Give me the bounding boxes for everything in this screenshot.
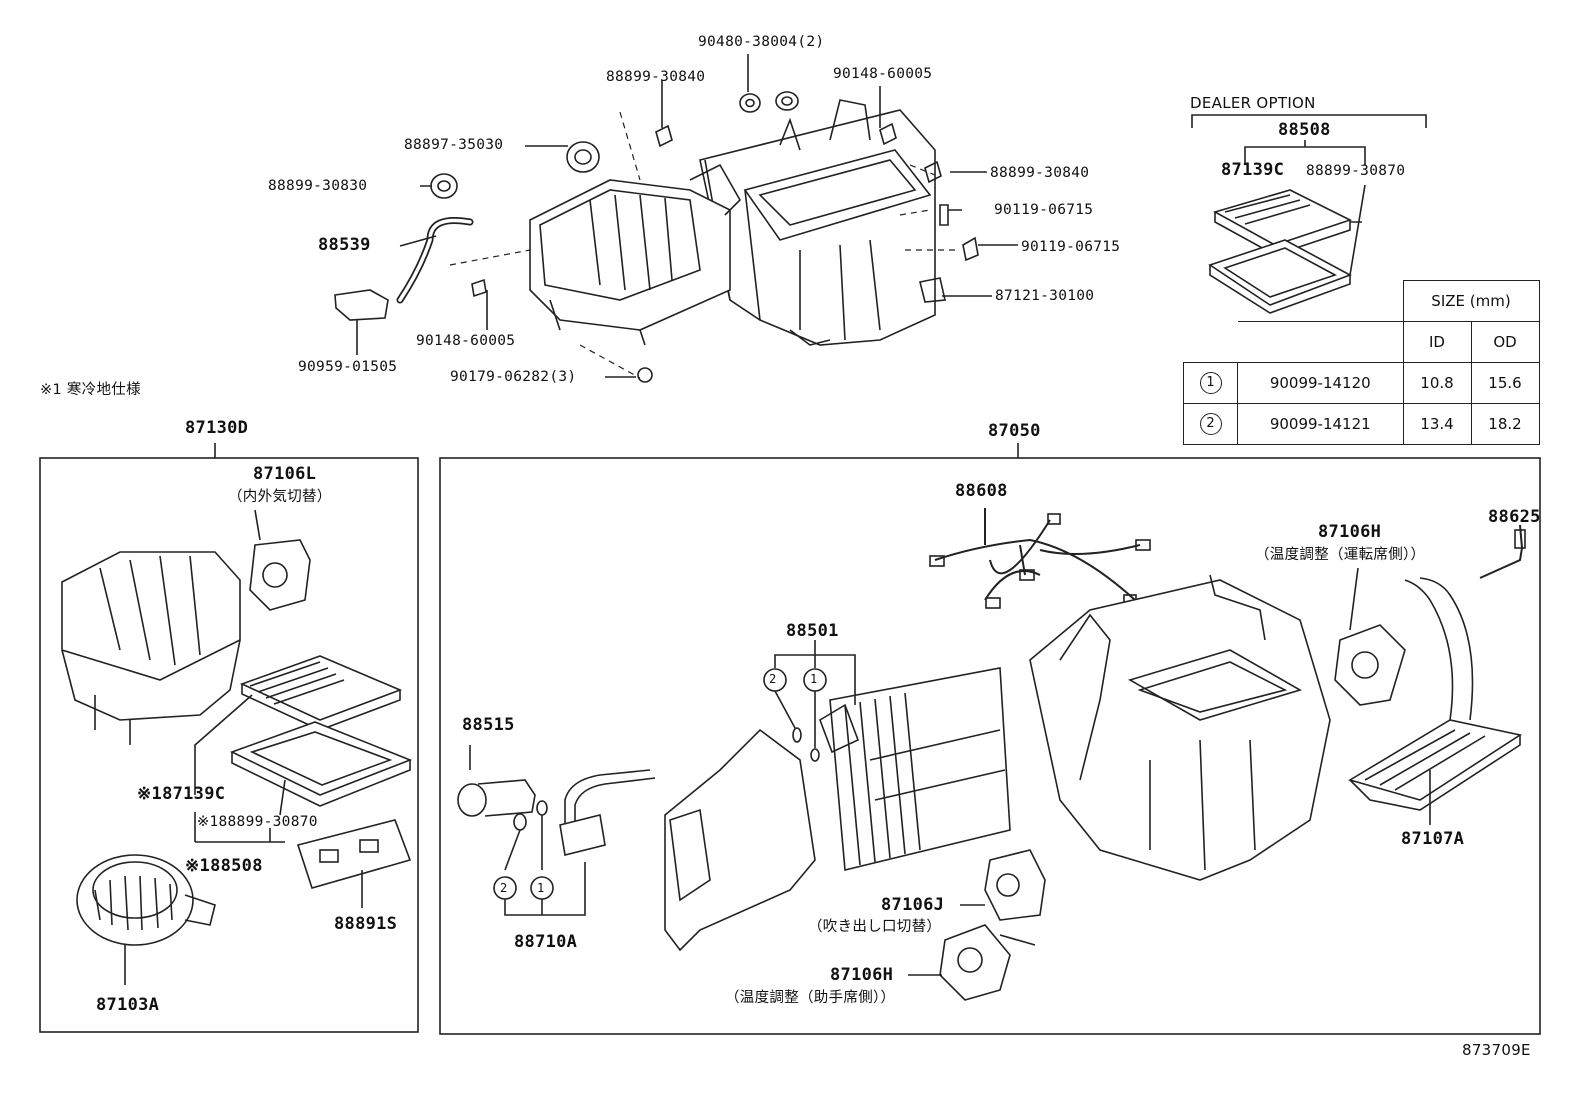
o-ring-size-table: SIZE (mm) ID OD 1 90099-14120 10.8 15.6 … — [1183, 280, 1540, 445]
row-part: 90099-14120 — [1237, 362, 1404, 404]
callout-88897-35030: 88897-35030 — [404, 137, 504, 153]
size-header: SIZE (mm) — [1402, 280, 1540, 322]
right-box-frame — [439, 457, 1541, 1035]
callout-88899-30870: ※188899-30870 — [197, 814, 318, 830]
figure-code: 873709E — [1462, 1041, 1531, 1059]
size-id-header: ID — [1402, 321, 1472, 363]
callout-90119-06715-b: 90119-06715 — [1021, 239, 1121, 255]
left-box-title: 87130D — [185, 418, 249, 438]
callout-90480-38004: 90480-38004(2) — [698, 34, 825, 50]
oring-marker-2a: 2 — [769, 672, 777, 686]
callout-88539: 88539 — [318, 235, 371, 255]
callout-88899-30840-b: 88899-30840 — [990, 165, 1090, 181]
dealer-case-number: 88899-30870 — [1306, 163, 1406, 179]
cold-region-note: ※1 寒冷地仕様 — [40, 382, 141, 398]
kit-bracket — [1244, 140, 1366, 165]
callout-88899-30840-a: 88899-30840 — [606, 69, 706, 85]
callout-87107A: 87107A — [1401, 829, 1465, 849]
dealer-filter-number: 87139C — [1221, 160, 1285, 180]
top-hvac-assembly — [334, 54, 1018, 383]
row-part: 90099-14121 — [1237, 403, 1404, 445]
table-row: 1 90099-14120 10.8 15.6 — [1183, 362, 1540, 404]
callout-87106H-bottom-desc: （温度調整（助手席側）） — [725, 990, 896, 1006]
callout-90148-60005-b: 90148-60005 — [416, 333, 516, 349]
row-id: 13.4 — [1402, 403, 1472, 445]
callout-87106H-top-desc: （温度調整（運転席側）） — [1255, 547, 1426, 563]
callout-87103A: 87103A — [96, 995, 160, 1015]
callout-88501: 88501 — [786, 621, 839, 641]
callout-88891S: 88891S — [334, 914, 398, 934]
right-box-parts — [457, 508, 1526, 1001]
callout-88515: 88515 — [462, 715, 515, 735]
oring-marker-2b: 2 — [500, 881, 508, 895]
callout-87106H-top: 87106H — [1318, 522, 1382, 542]
callout-87106L: 87106L — [253, 464, 317, 484]
callout-90148-60005-a: 90148-60005 — [833, 66, 933, 82]
callout-87106J-desc: （吹き出し口切替） — [808, 919, 942, 935]
callout-90119-06715-a: 90119-06715 — [994, 202, 1094, 218]
dealer-option-bracket — [1191, 114, 1427, 128]
callout-88508: ※188508 — [185, 856, 263, 876]
callout-88625: 88625 — [1488, 507, 1541, 527]
oring-marker-1a: 1 — [810, 672, 818, 686]
left-box-parts — [61, 509, 413, 985]
size-od-header: OD — [1470, 321, 1540, 363]
row-number: 1 — [1199, 372, 1222, 394]
callout-88710A: 88710A — [514, 932, 578, 952]
row-id: 10.8 — [1402, 362, 1472, 404]
row-number: 2 — [1199, 413, 1222, 435]
callout-90959-01505: 90959-01505 — [298, 359, 398, 375]
row-od: 15.6 — [1470, 362, 1540, 404]
callout-87106H-bottom: 87106H — [830, 965, 894, 985]
table-row: 2 90099-14121 13.4 18.2 — [1183, 403, 1540, 445]
callout-87139C: ※187139C — [137, 784, 226, 804]
oring-marker-1b: 1 — [537, 881, 545, 895]
dealer-option-title: DEALER OPTION — [1190, 94, 1316, 112]
callout-87106L-desc: （内外気切替） — [228, 489, 332, 505]
dealer-filter-parts — [1208, 184, 1366, 314]
callout-87121-30100: 87121-30100 — [995, 288, 1095, 304]
right-box-title: 87050 — [988, 421, 1041, 441]
row-od: 18.2 — [1470, 403, 1540, 445]
callout-88899-30830: 88899-30830 — [268, 178, 368, 194]
callout-90179-06282: 90179-06282(3) — [450, 369, 577, 385]
dealer-kit-number: 88508 — [1278, 120, 1331, 140]
callout-87106J: 87106J — [881, 895, 945, 915]
left-box-frame — [39, 457, 419, 1033]
callout-88608: 88608 — [955, 481, 1008, 501]
